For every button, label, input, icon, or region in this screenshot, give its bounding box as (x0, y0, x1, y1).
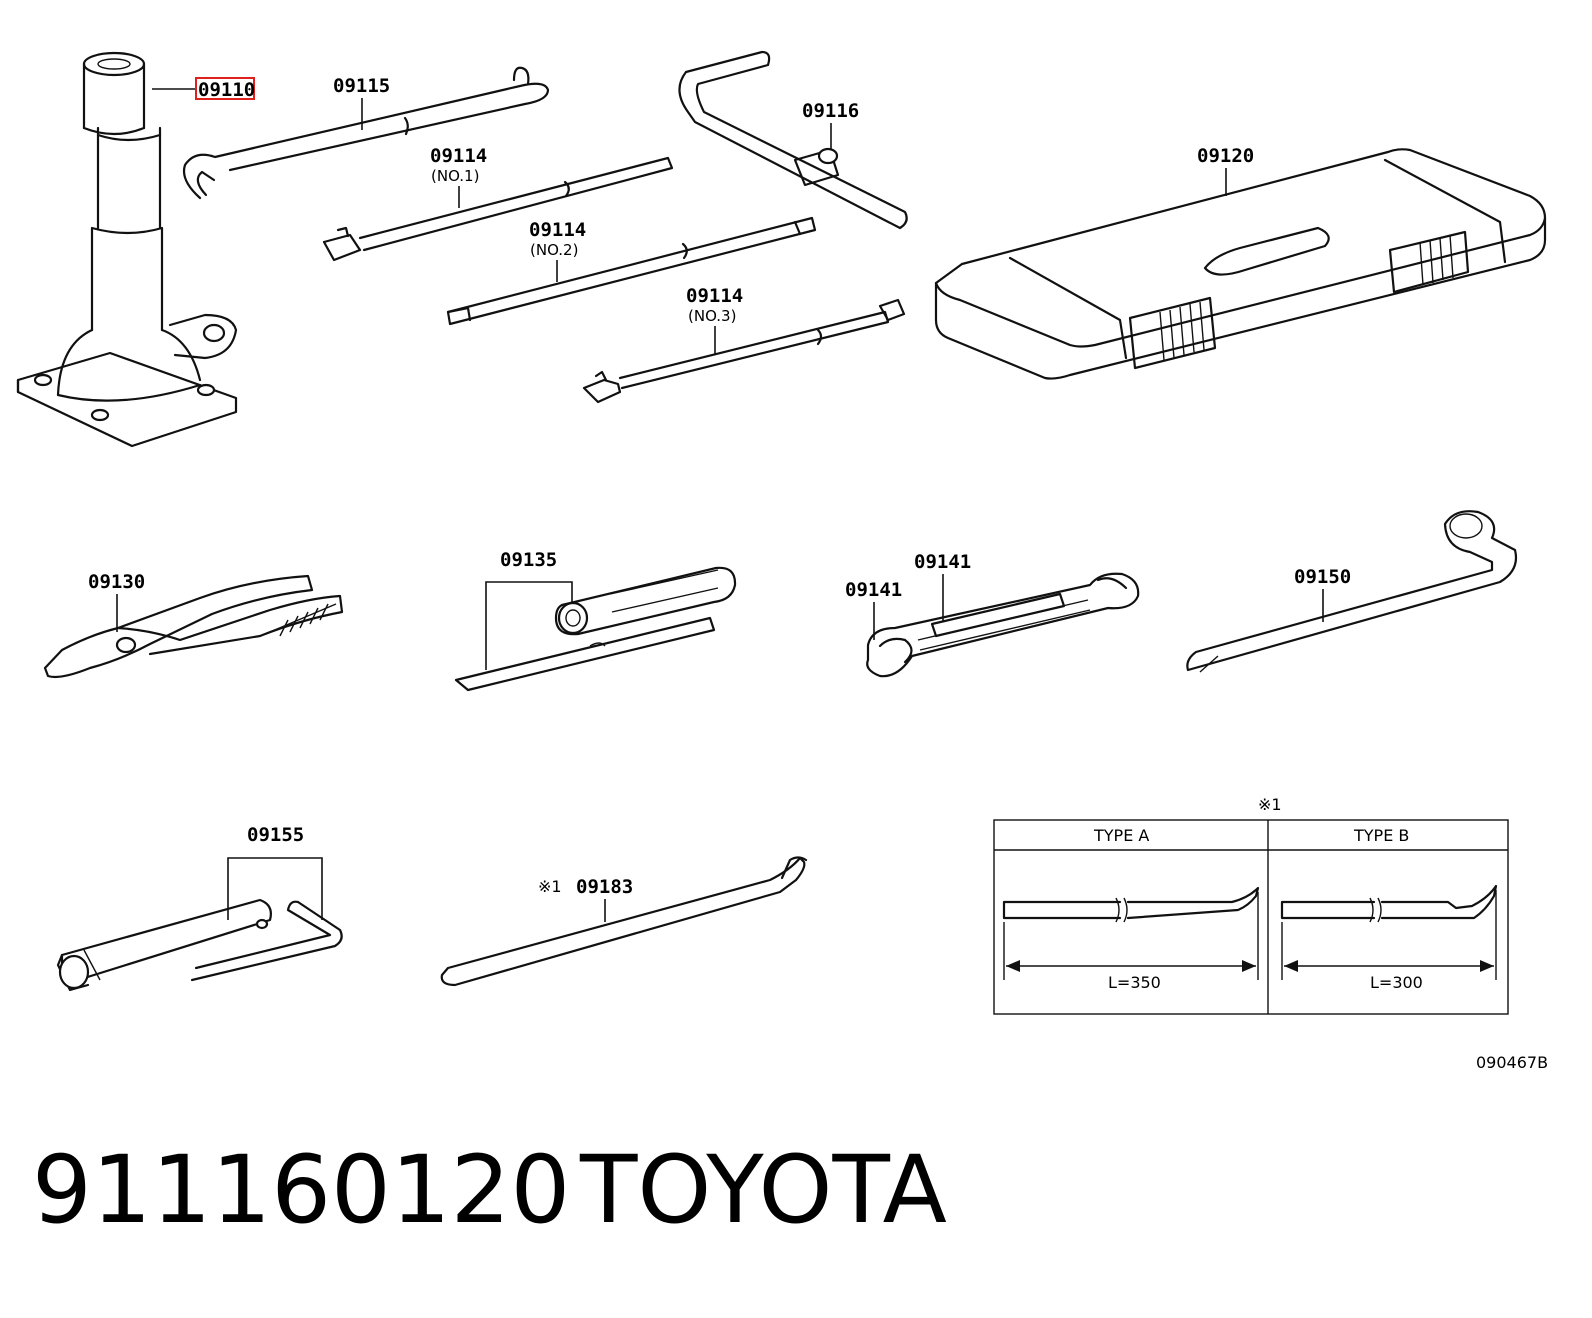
callout-09130[interactable]: 09130 (88, 571, 145, 593)
callout-09114-no2-sub: (NO.2) (530, 241, 578, 259)
callout-09116[interactable]: 09116 (802, 100, 859, 122)
screwdriver-part[interactable] (454, 566, 737, 692)
tool-bag-part[interactable] (934, 148, 1547, 380)
callout-09115[interactable]: 09115 (333, 75, 390, 97)
callout-09114-no2[interactable]: 09114 (529, 219, 586, 241)
type-b-length: L=300 (1370, 973, 1423, 992)
callout-09120[interactable]: 09120 (1197, 145, 1254, 167)
wheel-nut-wrench-part[interactable] (1186, 510, 1518, 673)
jack-handle-part[interactable] (182, 66, 550, 200)
callout-09114-no3[interactable]: 09114 (686, 285, 743, 307)
type-a-length: L=350 (1108, 973, 1161, 992)
extension-bar-no3-part[interactable] (582, 298, 906, 404)
callout-09141-b[interactable]: 09141 (845, 579, 902, 601)
caption-brand: TOYOTA (579, 1136, 947, 1245)
callout-09114-no3-sub: (NO.3) (688, 307, 736, 325)
type-b-header: TYPE B (1353, 826, 1409, 845)
callout-09114-no1[interactable]: 09114 (430, 145, 487, 167)
callout-09150[interactable]: 09150 (1294, 566, 1351, 588)
pliers-part[interactable] (43, 574, 344, 679)
open-end-wrench-part[interactable] (866, 572, 1140, 678)
callout-09114-no1-sub: (NO.1) (431, 167, 479, 185)
table-note-mark: ※1 (1258, 795, 1282, 814)
callout-09135[interactable]: 09135 (500, 549, 557, 571)
tire-lever-part[interactable] (440, 856, 808, 987)
figure-code: 090467B (1476, 1053, 1548, 1072)
type-comparison-table: ※1 TYPE A TYPE B L=350 L=300 (993, 795, 1509, 1015)
type-a-header: TYPE A (1093, 826, 1149, 845)
spark-plug-socket-part[interactable] (56, 898, 343, 992)
callout-09183-mark: ※1 (538, 877, 562, 896)
callout-09110[interactable]: 09110 (198, 79, 255, 101)
lug-wrench-part[interactable] (678, 50, 908, 230)
callout-09155[interactable]: 09155 (247, 824, 304, 846)
callout-09141-a[interactable]: 09141 (914, 551, 971, 573)
callout-09183[interactable]: 09183 (576, 876, 633, 898)
jack-part[interactable] (16, 51, 238, 448)
extension-bar-no2-part[interactable] (446, 216, 817, 326)
caption-part-number: 911160120 (32, 1136, 570, 1245)
callout-highlight-box (195, 77, 255, 100)
extension-bar-no1-part[interactable] (322, 156, 674, 262)
